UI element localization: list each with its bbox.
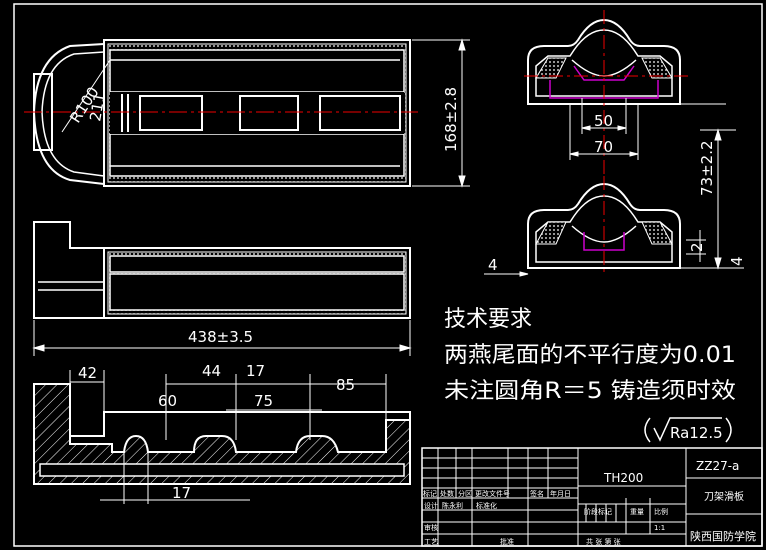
tb-header-0: 标记 <box>423 489 437 498</box>
tb-material: TH200 <box>603 471 643 485</box>
dim-438 <box>32 320 412 356</box>
drawing-frame <box>13 3 763 547</box>
dim-70-label: 70 <box>594 138 613 156</box>
dim-60-label: 60 <box>158 392 177 410</box>
end-view-bottom-inner <box>583 232 625 251</box>
top-view <box>32 39 411 187</box>
tb-header-1: 处数 <box>440 489 454 498</box>
dim-438-label: 438±3.5 <box>188 328 253 346</box>
tb-weight: 重量 <box>630 508 644 516</box>
dim-168 <box>412 38 470 188</box>
tb-header-5: 年月日 <box>550 489 571 498</box>
dim-17-bottom-label: 17 <box>172 484 191 502</box>
dim-168-label: 168±2.8 <box>442 87 460 152</box>
section-dims <box>69 370 387 504</box>
tb-drawing-no: ZZ27-a <box>696 459 739 473</box>
tb-scale-value: 1:1 <box>654 524 665 532</box>
section-view <box>33 383 411 485</box>
title-block <box>421 447 763 547</box>
tb-row2-1: 陈永利 <box>442 501 463 510</box>
tb-header-4: 签名 <box>530 489 544 498</box>
dims-small <box>484 230 744 277</box>
roughness-symbol <box>644 417 732 443</box>
tb-row2-0: 设计 <box>424 501 438 510</box>
tb-approve: 审核 <box>424 523 438 532</box>
tech-req-line2: 未注圆角R＝5 铸造须时效 <box>444 379 736 404</box>
dim-4-left-label: 4 <box>488 256 498 274</box>
dim-42-label: 42 <box>78 364 97 382</box>
front-view <box>33 221 411 319</box>
roughness-label: Ra12.5 <box>670 424 723 442</box>
tb-process: 工艺 <box>424 538 438 546</box>
dim-17-top-label: 17 <box>246 362 265 380</box>
dim-2-label: 2 <box>688 242 706 252</box>
tech-req-line1: 两燕尾面的不平行度为0.01 <box>444 343 736 368</box>
tb-batch: 批准 <box>500 537 514 546</box>
tb-row2-2: 标准化 <box>476 501 497 510</box>
tb-header-2: 分区 <box>458 489 472 498</box>
tech-req-heading: 技术要求 <box>444 307 532 332</box>
dim-4-right-label: 4 <box>728 256 746 266</box>
tb-scale: 比例 <box>654 507 668 516</box>
dims-50-70 <box>569 98 639 160</box>
tb-sheet-info: 共 张 第 张 <box>586 537 621 546</box>
radius-211-label: 211 <box>86 91 109 122</box>
radius-leader-100 <box>61 59 111 133</box>
dim-73-label: 73±2.2 <box>698 140 716 196</box>
tb-part-name: 刀架滑板 <box>704 490 744 503</box>
dim-85-label: 85 <box>336 376 355 394</box>
tb-stage: 阶段标记 <box>584 507 612 516</box>
tb-header-3: 更改文件号 <box>475 489 510 498</box>
dim-75-label: 75 <box>254 392 273 410</box>
dim-44-label: 44 <box>202 362 221 380</box>
tb-school: 陕西国防学院 <box>690 529 756 543</box>
dim-50-label: 50 <box>594 112 613 130</box>
